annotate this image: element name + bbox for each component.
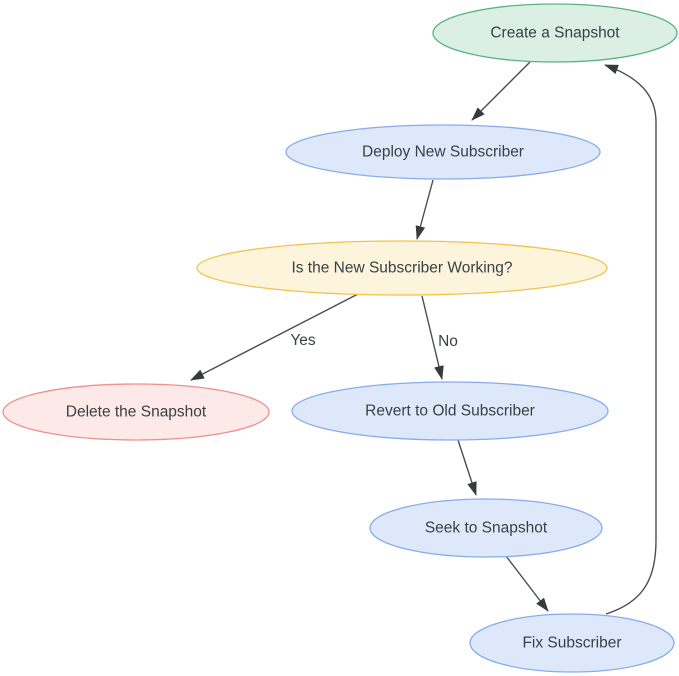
node-is-new-subscriber-working-label: Is the New Subscriber Working? — [291, 260, 512, 277]
edge-revert-to-seek — [457, 439, 477, 496]
edge-label-working-to-delete: Yes — [290, 332, 316, 349]
node-is-new-subscriber-working: Is the New Subscriber Working? — [196, 240, 608, 296]
node-create-a-snapshot: Create a Snapshot — [432, 3, 678, 63]
edge-label-working-to-revert: No — [438, 333, 458, 350]
node-revert-to-old-subscriber: Revert to Old Subscriber — [291, 381, 609, 441]
node-seek-to-snapshot: Seek to Snapshot — [369, 498, 603, 558]
node-revert-to-old-subscriber-label: Revert to Old Subscriber — [365, 403, 535, 420]
edge-working-to-revert — [421, 295, 444, 380]
node-deploy-new-subscriber: Deploy New Subscriber — [285, 124, 601, 180]
node-fix-subscriber-label: Fix Subscriber — [522, 635, 621, 652]
node-create-a-snapshot-label: Create a Snapshot — [490, 25, 620, 42]
edge-working-to-delete — [190, 293, 359, 381]
node-deploy-new-subscriber-label: Deploy New Subscriber — [362, 144, 524, 161]
node-revert-to-old-subscriber-shape — [291, 381, 609, 441]
node-seek-to-snapshot-shape — [369, 498, 603, 558]
edge-deploy-to-working — [415, 179, 434, 240]
node-delete-the-snapshot-label: Delete the Snapshot — [66, 404, 207, 421]
node-delete-the-snapshot-shape — [2, 383, 270, 441]
node-delete-the-snapshot: Delete the Snapshot — [2, 383, 270, 441]
node-deploy-new-subscriber-shape — [285, 124, 601, 180]
edge-seek-to-fix — [505, 555, 549, 612]
node-fix-subscriber: Fix Subscriber — [469, 613, 675, 673]
node-is-new-subscriber-working-shape — [196, 240, 608, 296]
node-create-a-snapshot-shape — [432, 3, 678, 63]
node-fix-subscriber-shape — [469, 613, 675, 673]
edge-create-to-deploy — [471, 61, 531, 121]
node-seek-to-snapshot-label: Seek to Snapshot — [425, 520, 548, 537]
edge-fix-to-create — [604, 64, 657, 615]
